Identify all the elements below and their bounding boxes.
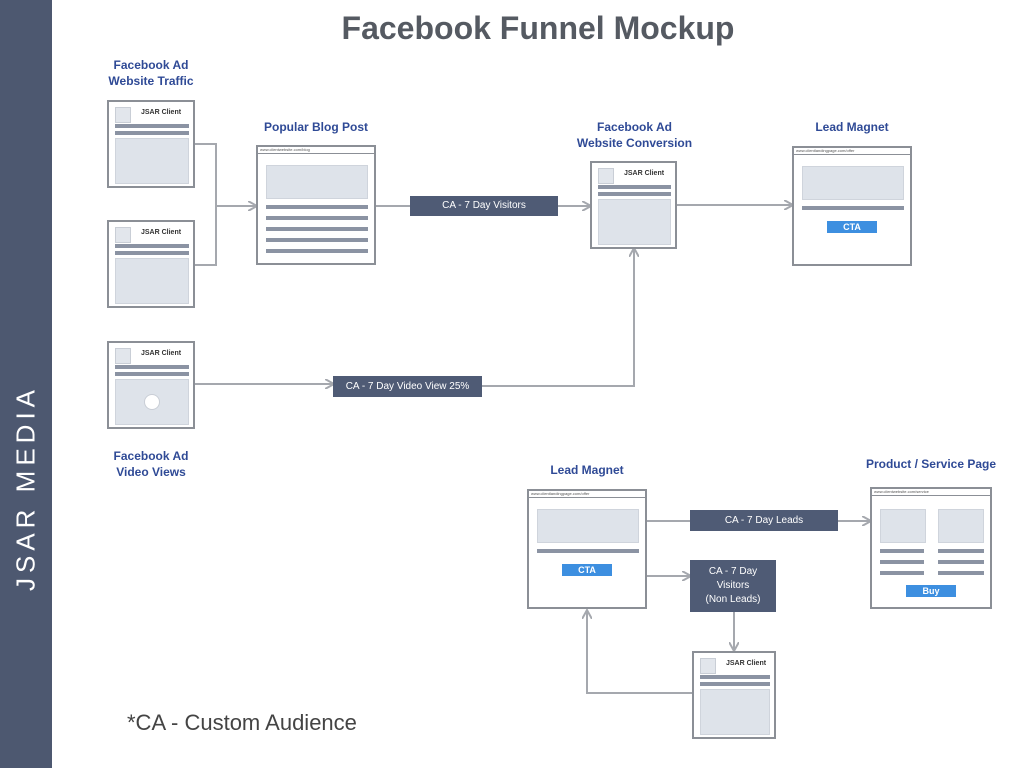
label-lead-magnet-bottom: Lead Magnet: [550, 463, 624, 477]
text-line: [880, 549, 924, 553]
ad-avatar: [115, 348, 131, 364]
edge-day-leads: CA - 7 Day Leads: [690, 510, 838, 531]
edge-non-leads: CA - 7 Day Visitors (Non Leads): [690, 560, 776, 612]
text-line: [802, 206, 904, 210]
cta-button: CTA: [827, 221, 877, 233]
label-fb-ad-conversion: Facebook Ad Website Conversion: [576, 120, 693, 150]
text-line: [938, 549, 984, 553]
ad-avatar: [115, 227, 131, 243]
lead-magnet-image: [802, 166, 904, 200]
ad-client-name: JSAR Client: [624, 170, 665, 177]
lead-magnet-page-bottom: www.clientlandingpage.com/offer CTA: [527, 489, 647, 609]
ad-card-traffic-2: JSAR Client: [107, 220, 195, 308]
ad-client-name: JSAR Client: [141, 350, 182, 357]
page-title: Facebook Funnel Mockup: [341, 10, 735, 46]
label-fb-ad-video: Facebook Ad Video Views: [113, 449, 189, 479]
lead-magnet-page-top: www.clientlandingpage.com/offer CTA: [792, 146, 912, 266]
text-line: [115, 124, 189, 128]
ad-client-name: JSAR Client: [141, 229, 182, 236]
text-line: [115, 365, 189, 369]
ad-client-name: JSAR Client: [726, 660, 767, 667]
label-lead-magnet-top: Lead Magnet: [815, 120, 889, 134]
label-product-page: Product / Service Page: [865, 457, 997, 471]
text-line: [266, 205, 368, 209]
video-thumbnail: [115, 379, 189, 425]
ad-card-conversion: JSAR Client: [590, 161, 677, 249]
arrow-ad1-to-blog: [195, 143, 217, 266]
ad-avatar: [598, 168, 614, 184]
text-line: [700, 682, 770, 686]
arrow-edge-to-conversion: [482, 249, 634, 387]
text-line: [115, 244, 189, 248]
ad-image: [115, 138, 189, 184]
text-line: [700, 675, 770, 679]
text-line: [115, 372, 189, 376]
text-line: [115, 251, 189, 255]
ad-image: [700, 689, 770, 735]
product-image-right: [938, 509, 984, 543]
label-fb-ad-traffic: Facebook Ad Website Traffic: [108, 58, 194, 88]
text-line: [266, 216, 368, 220]
sidebar: JSAR MEDIA: [0, 0, 52, 768]
ad-image: [598, 199, 671, 245]
arrow-ad-to-lm: [587, 611, 692, 694]
product-image-left: [880, 509, 926, 543]
play-icon: [144, 394, 160, 410]
product-url: www.clientwebsite.com/service: [872, 489, 990, 496]
blog-post-page: www.clientwebsite.com/blog: [256, 145, 376, 265]
ad-card-retarget: JSAR Client: [692, 651, 776, 739]
edge-video-view: CA - 7 Day Video View 25%: [333, 376, 482, 397]
text-line: [598, 185, 671, 189]
text-line: [598, 192, 671, 196]
ad-image: [115, 258, 189, 304]
cta-button: CTA: [562, 564, 612, 576]
text-line: [266, 238, 368, 242]
text-line: [938, 571, 984, 575]
ad-avatar: [115, 107, 131, 123]
landing-url: www.clientlandingpage.com/offer: [529, 491, 645, 498]
buy-button: Buy: [906, 585, 956, 597]
lead-magnet-image: [537, 509, 639, 543]
blog-url: www.clientwebsite.com/blog: [258, 147, 374, 154]
text-line: [537, 549, 639, 553]
text-line: [266, 227, 368, 231]
text-line: [880, 571, 924, 575]
text-line: [115, 131, 189, 135]
text-line: [266, 249, 368, 253]
ad-client-name: JSAR Client: [141, 109, 182, 116]
edge-day-visitors: CA - 7 Day Visitors: [410, 196, 558, 216]
ad-avatar: [700, 658, 716, 674]
blog-image: [266, 165, 368, 199]
ad-card-traffic-1: JSAR Client: [107, 100, 195, 188]
ad-card-video: JSAR Client: [107, 341, 195, 429]
text-line: [880, 560, 924, 564]
product-service-page: www.clientwebsite.com/service Buy: [870, 487, 992, 609]
text-line: [938, 560, 984, 564]
label-blog-post: Popular Blog Post: [263, 120, 368, 134]
footnote: *CA - Custom Audience: [127, 710, 357, 735]
landing-url: www.clientlandingpage.com/offer: [794, 148, 910, 155]
